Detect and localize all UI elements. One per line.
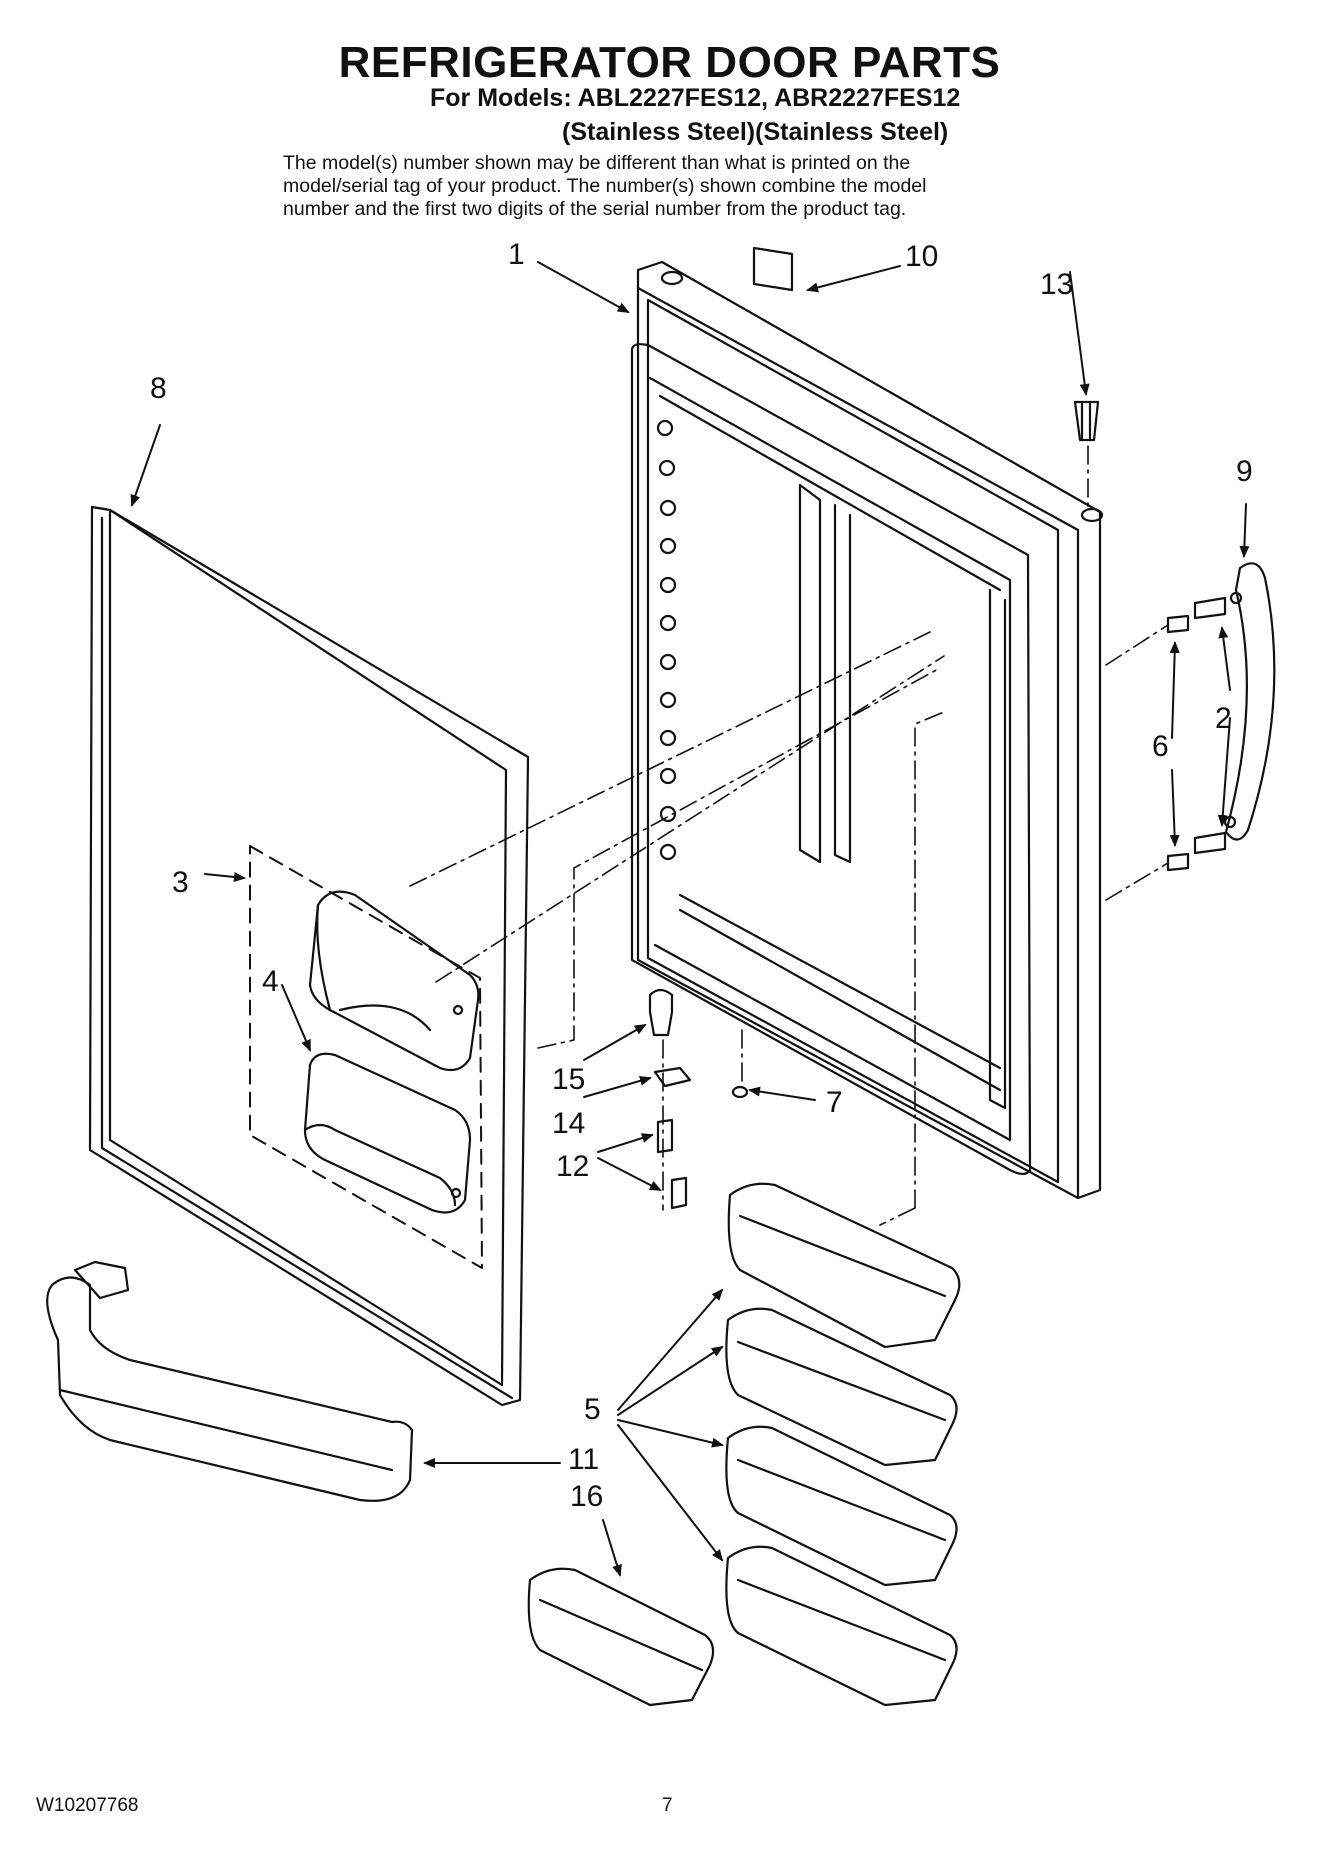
- callout-6: 6: [1152, 730, 1169, 763]
- leader-arrows: [130, 261, 1250, 1577]
- callout-1: 1: [508, 238, 525, 271]
- callout-12: 12: [556, 1150, 590, 1183]
- dispenser-assembly-outline: [249, 845, 483, 1269]
- document-number: W10207768: [36, 1795, 139, 1816]
- callout-8: 8: [150, 372, 167, 405]
- handle-screws: [1166, 596, 1227, 872]
- liner-studs: [656, 419, 677, 861]
- callout-10: 10: [905, 240, 939, 273]
- callout-16: 16: [570, 1480, 604, 1513]
- projection-lines: [409, 445, 1169, 1226]
- callout-4: 4: [262, 965, 279, 998]
- note-line-3: number and the first two digits of the s…: [283, 198, 907, 220]
- model-note: The model(s) number shown may be differe…: [283, 152, 1083, 221]
- drip-tray-4: [303, 1052, 472, 1214]
- callout-3: 3: [172, 866, 189, 899]
- finish-line: (Stainless Steel)(Stainless Steel): [562, 118, 949, 146]
- callout-14: 14: [552, 1107, 586, 1140]
- small-bin-16: [527, 1567, 715, 1707]
- note-line-1: The model(s) number shown may be differe…: [283, 152, 911, 174]
- plug-13: [1073, 400, 1100, 442]
- page-number: 7: [662, 1795, 673, 1816]
- label-10: [752, 246, 794, 292]
- callout-5: 5: [584, 1393, 601, 1426]
- door-bin-11: [46, 1260, 414, 1502]
- callout-11: 11: [568, 1443, 600, 1476]
- callout-9: 9: [1236, 455, 1253, 488]
- note-line-2: model/serial tag of your product. The nu…: [283, 175, 927, 197]
- callout-7: 7: [826, 1086, 843, 1119]
- dispenser-cover-3: [308, 890, 480, 1072]
- callout-15: 15: [552, 1063, 586, 1096]
- page-title: REFRIGERATOR DOOR PARTS: [338, 38, 1001, 87]
- hinge-parts: [648, 988, 749, 1210]
- door-panel-8: [88, 505, 530, 1407]
- door-liner-1: [630, 260, 1104, 1200]
- callout-13: 13: [1040, 268, 1074, 301]
- handle-9: [1223, 562, 1276, 841]
- models-line: For Models: ABL2227FES12, ABR2227FES12: [430, 84, 961, 112]
- door-bins-5: [725, 1182, 961, 1707]
- callout-2: 2: [1215, 702, 1232, 735]
